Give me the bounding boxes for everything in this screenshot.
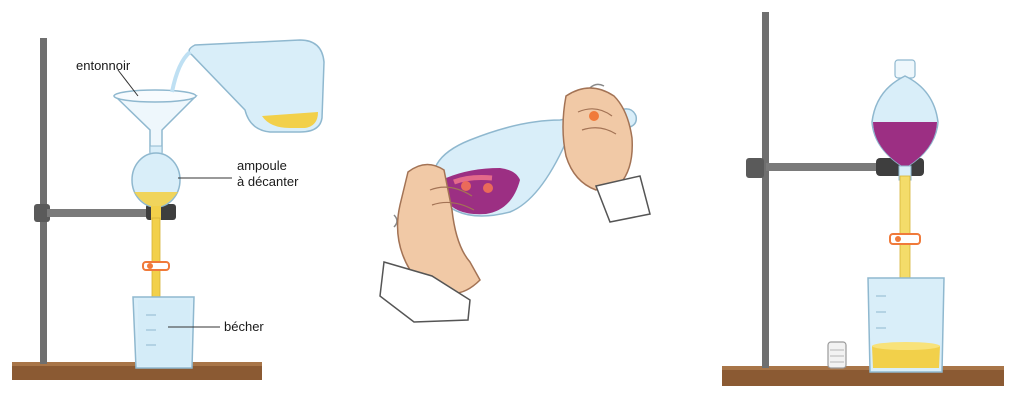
panel-decanting xyxy=(722,12,1004,386)
panel-shaking xyxy=(380,84,650,322)
stand-rod-3 xyxy=(762,12,769,368)
label-funnel: entonnoir xyxy=(76,58,131,73)
label-beaker: bécher xyxy=(224,319,264,334)
stand-base-3 xyxy=(722,366,1004,386)
panel-filling: entonnoir ampoule à décanter bécher xyxy=(12,38,324,380)
stand-rod-1 xyxy=(40,38,47,364)
label-ampoule-line1: ampoule xyxy=(237,158,287,173)
separatory-funnel-1 xyxy=(132,146,180,308)
stopper xyxy=(828,342,846,368)
label-ampoule-line2: à décanter xyxy=(237,174,299,189)
funnel xyxy=(114,90,196,152)
pouring-flask xyxy=(172,40,324,132)
beaker-3 xyxy=(868,278,944,372)
beaker-1 xyxy=(133,297,194,368)
right-hand xyxy=(563,88,650,222)
